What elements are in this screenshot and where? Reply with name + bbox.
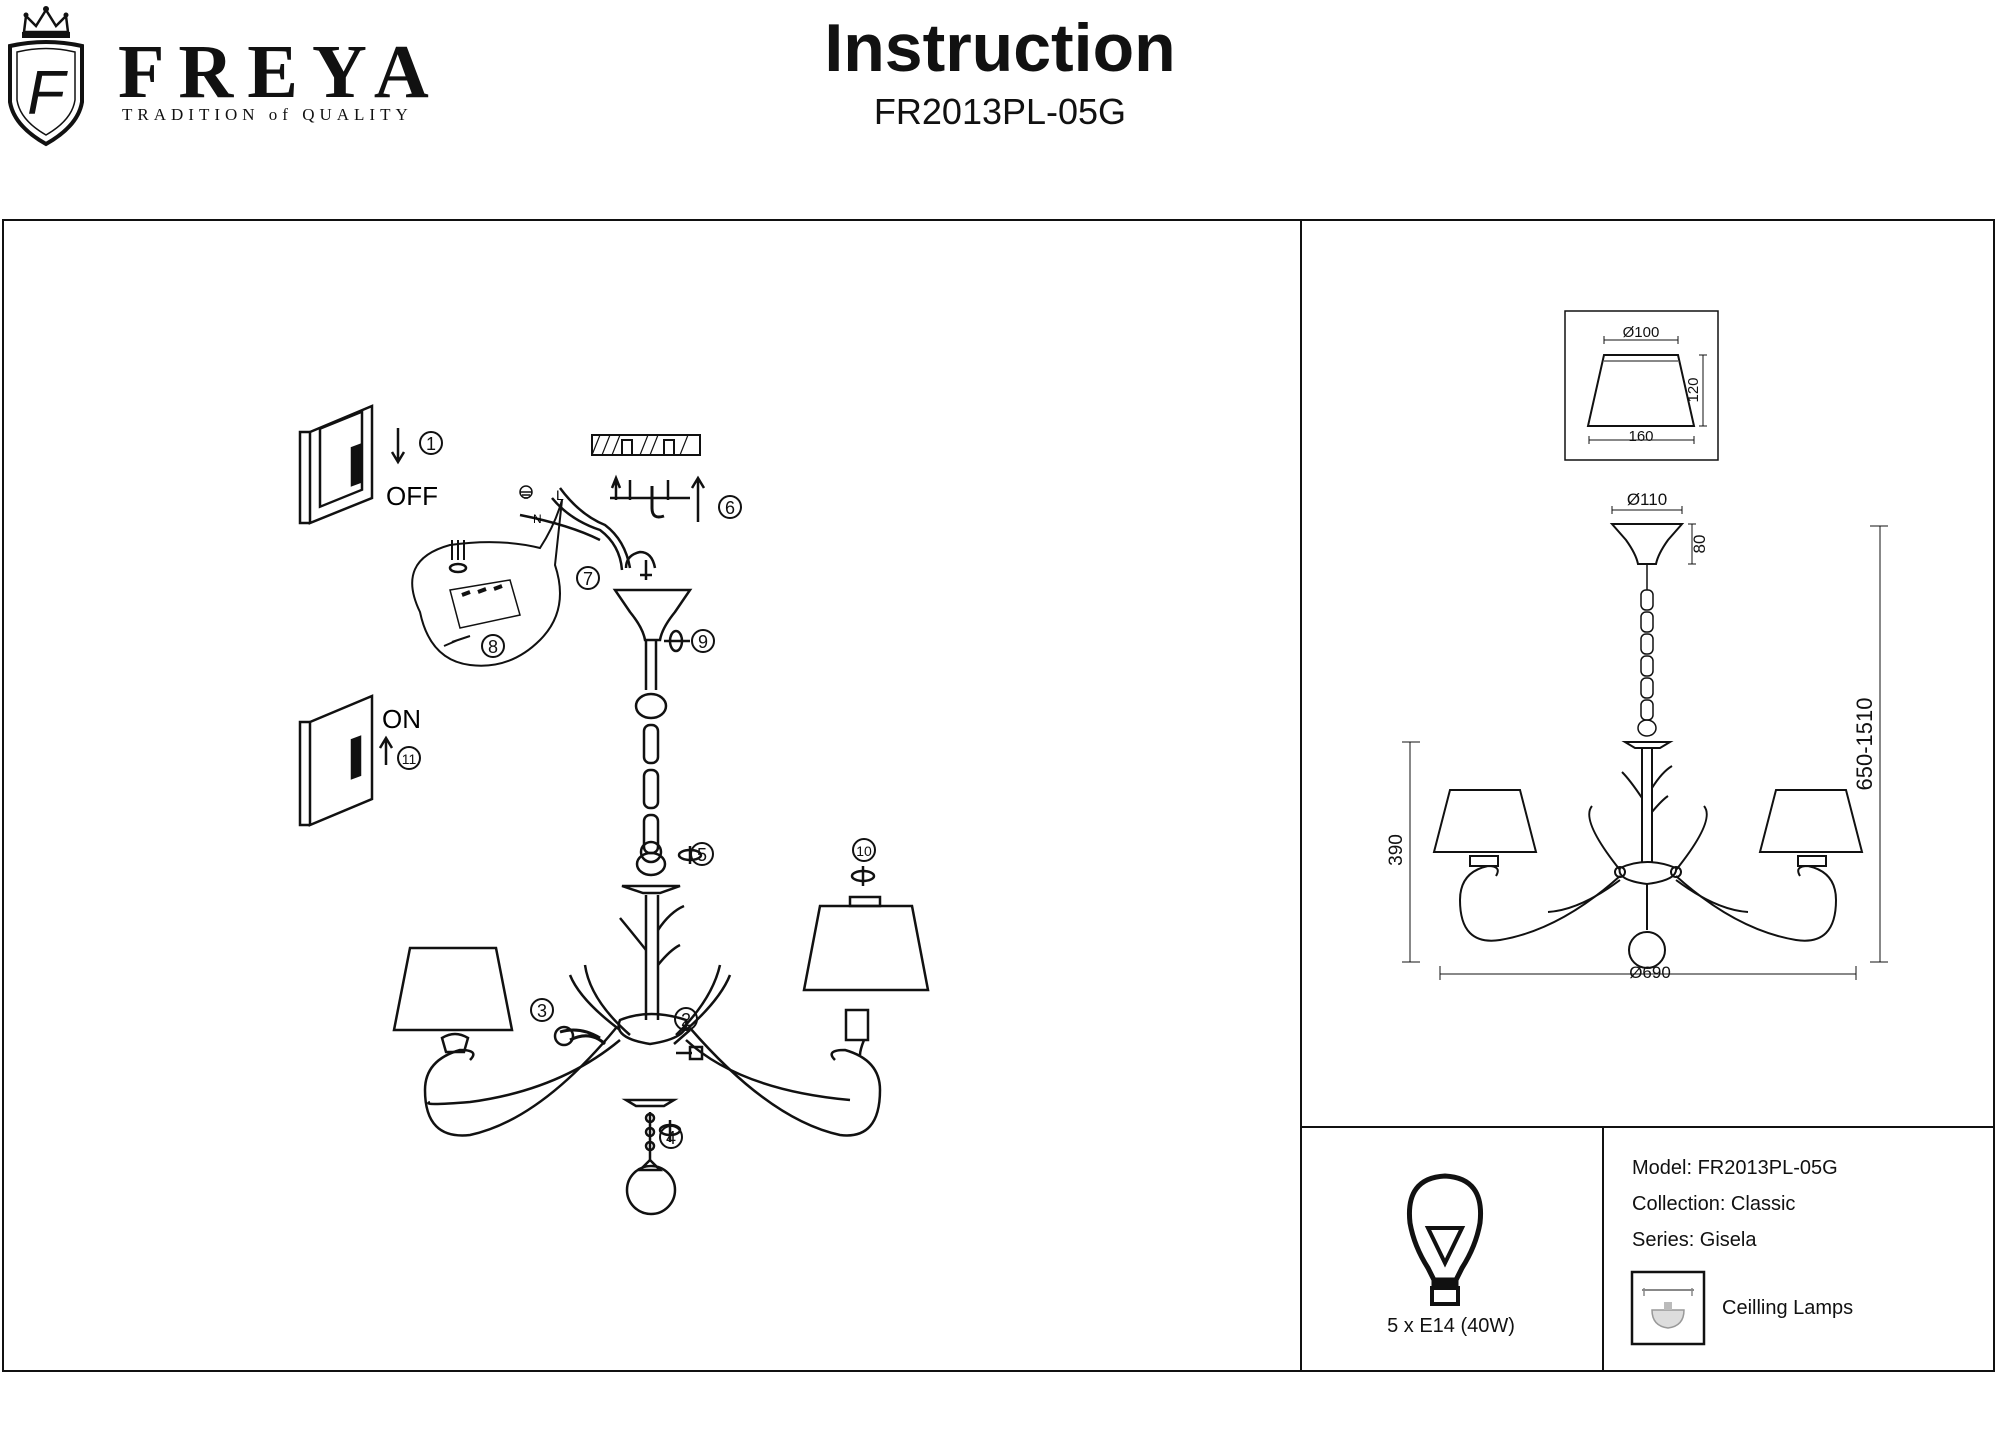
spec-collection: Collection: Classic xyxy=(1632,1193,1796,1215)
dim-canopy-diameter: Ø110 xyxy=(1627,490,1667,509)
step-marker: 9 xyxy=(691,629,715,653)
wire-label-neutral: N xyxy=(533,512,542,526)
step-marker: 1 xyxy=(419,431,443,455)
svg-text:5: 5 xyxy=(697,845,707,865)
brand-name: FREYA xyxy=(118,30,443,114)
ceiling-section xyxy=(591,434,701,456)
wall-switch-on-icon xyxy=(298,694,374,827)
step-marker: 8 xyxy=(481,634,505,658)
step-marker: 5 xyxy=(690,842,714,866)
wall-switch-off-icon xyxy=(298,404,374,525)
logo-letter: F xyxy=(27,59,68,128)
svg-text:8: 8 xyxy=(488,637,498,657)
light-bulb-icon xyxy=(1406,1173,1484,1306)
svg-text:7: 7 xyxy=(583,569,593,589)
chandelier-body xyxy=(423,884,882,1137)
rotate-indicator-icon xyxy=(658,629,876,1142)
chain xyxy=(634,692,668,877)
frame-divider xyxy=(1300,1126,1995,1128)
frame-divider xyxy=(1602,1126,1604,1372)
bulb-spec: 5 x E14 (40W) xyxy=(1387,1315,1515,1337)
dim-shade-height: 120 xyxy=(1685,377,1702,402)
dim-shade-top: Ø100 xyxy=(1623,324,1660,341)
wire-label-live: L xyxy=(556,487,564,503)
dim-shade-bottom: 160 xyxy=(1628,428,1653,445)
page-title: Instruction xyxy=(824,10,1176,86)
svg-text:6: 6 xyxy=(725,498,735,518)
spec-series: Series: Gisela xyxy=(1632,1229,1757,1251)
spec-type: Ceilling Lamps xyxy=(1722,1297,1854,1319)
step-marker: 3 xyxy=(530,998,554,1022)
dim-canopy-height: 80 xyxy=(1690,535,1709,554)
page-model-number: FR2013PL-05G xyxy=(873,91,1127,132)
switch-on-label: ON xyxy=(382,704,421,734)
svg-text:3: 3 xyxy=(537,1001,547,1021)
svg-text:2: 2 xyxy=(681,1010,691,1030)
step-marker: 11 xyxy=(397,746,421,770)
wiring-detail-bubble xyxy=(411,499,563,667)
spec-model: Model: FR2013PL-05G xyxy=(1632,1157,1838,1179)
brand-tagline: TRADITION of QUALITY xyxy=(122,105,413,124)
canopy xyxy=(612,550,693,690)
ceiling-lamp-icon xyxy=(1630,1270,1706,1346)
step-marker: 7 xyxy=(576,566,600,590)
dim-body-height: 390 xyxy=(1386,834,1407,866)
switch-off-label: OFF xyxy=(386,481,438,511)
lamp-shade-right xyxy=(802,895,930,992)
svg-text:11: 11 xyxy=(402,751,417,767)
drawing-frame xyxy=(2,219,1995,1372)
svg-text:9: 9 xyxy=(698,632,708,652)
svg-text:10: 10 xyxy=(856,843,872,859)
lamp-shade-left xyxy=(392,946,514,1032)
dim-total-height: 650-1510 xyxy=(1852,698,1877,791)
earth-icon xyxy=(519,485,533,499)
step-marker: 4 xyxy=(659,1125,683,1149)
svg-text:1: 1 xyxy=(426,434,436,454)
crystal-pendant xyxy=(621,1098,679,1216)
svg-text:4: 4 xyxy=(666,1128,676,1148)
brand-logo-emblem: F xyxy=(4,2,89,147)
frame-divider xyxy=(1300,219,1302,1372)
step-marker: 2 xyxy=(674,1007,698,1031)
dim-overall-diameter: Ø690 xyxy=(1629,963,1671,982)
step-marker: 10 xyxy=(852,838,876,862)
step-marker: 6 xyxy=(718,495,742,519)
